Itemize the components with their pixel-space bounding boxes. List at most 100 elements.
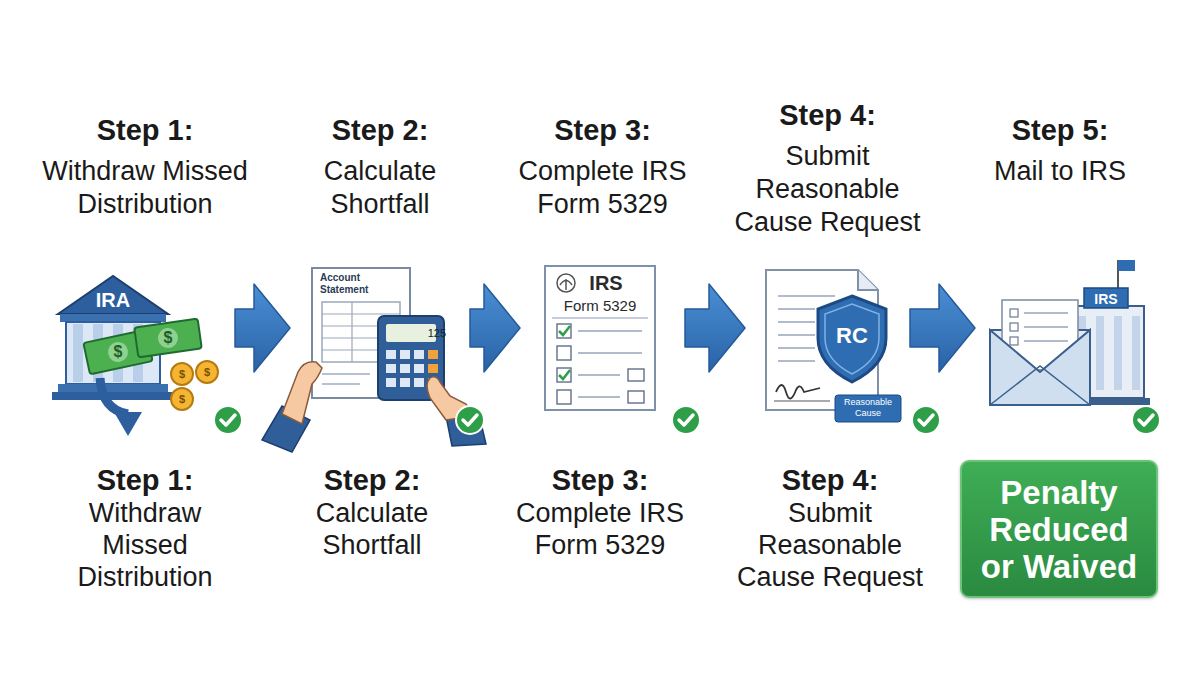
step-title: Calculate Shortfall <box>280 155 480 221</box>
building-column <box>1114 316 1122 390</box>
check-mark <box>1139 415 1153 425</box>
step-number: Step 2: <box>280 113 480 147</box>
step-node: Step 2:Calculate Shortfall <box>290 262 470 440</box>
building-sign: IRS <box>1086 290 1126 308</box>
hands-illustration <box>262 362 486 452</box>
calculator-key <box>414 378 424 387</box>
step-node: Step 5:Mail to IRS <box>975 262 1145 440</box>
calculator-key <box>400 378 410 387</box>
text-line <box>778 360 815 362</box>
shield-rim <box>825 304 879 374</box>
checkbox-tick <box>559 326 570 335</box>
text-line <box>778 308 815 310</box>
check-circle <box>456 406 484 434</box>
form-agency: IRS <box>581 271 631 295</box>
checkbox <box>557 390 571 404</box>
shield <box>818 296 886 382</box>
step-title: Submit Reasonable Cause Request <box>730 497 930 593</box>
process-arrow <box>470 284 520 372</box>
letter-line <box>1024 312 1068 314</box>
currency-symbol: $ <box>174 391 190 407</box>
check-badge <box>672 406 700 434</box>
bill-body <box>134 319 202 358</box>
check-mark <box>221 415 235 425</box>
shield-label: RC <box>827 323 877 349</box>
text-line <box>778 321 815 323</box>
table-rule <box>322 313 400 314</box>
check-mark <box>919 415 933 425</box>
step-node: Step 1:Withdraw Missed Distribution <box>55 262 235 440</box>
envelope-front <box>990 330 1090 405</box>
calculator-key <box>400 364 410 373</box>
form-sheet <box>545 266 655 410</box>
signature-line <box>774 401 830 402</box>
form-field <box>628 369 644 381</box>
step-caption: Step 5: Mail to IRS <box>960 113 1160 188</box>
check-badge <box>456 406 484 434</box>
document-heading: Account Statement <box>320 272 390 296</box>
form-line <box>578 396 620 398</box>
coin <box>196 361 218 383</box>
form-field <box>628 391 644 403</box>
coin <box>171 388 193 410</box>
irs-sign <box>1084 288 1128 308</box>
form-line <box>578 352 642 354</box>
check-badge <box>214 406 242 434</box>
process-arrow <box>685 284 745 372</box>
step-title: Withdraw Missed Distribution <box>30 155 260 221</box>
bank-icon <box>52 276 218 436</box>
check-mark <box>679 415 693 425</box>
coin <box>171 363 193 385</box>
letter-box <box>1010 323 1018 331</box>
calculator-key <box>400 350 410 359</box>
step-number: Step 1: <box>45 463 245 497</box>
step-number: Step 1: <box>30 113 260 147</box>
irs-seal <box>557 274 575 292</box>
checkbox <box>557 368 571 382</box>
page-fold <box>858 270 878 290</box>
bank-step <box>58 384 168 392</box>
step-number: Step 3: <box>500 463 700 497</box>
step-title: Complete IRS Form 5329 <box>495 497 705 561</box>
flag <box>1118 260 1135 271</box>
mail-icon <box>990 260 1150 405</box>
currency-symbol: $ <box>199 364 215 380</box>
calculator-key <box>386 364 396 373</box>
letter-box <box>1010 337 1018 345</box>
bank-step <box>52 392 174 400</box>
calculator-key <box>386 350 396 359</box>
bill-icon <box>134 319 202 358</box>
calculator-key <box>428 350 438 359</box>
step-number: Step 4: <box>728 98 928 132</box>
check-badge <box>912 406 940 434</box>
form-icon <box>545 266 655 410</box>
step-title: Complete IRS Form 5329 <box>498 155 708 221</box>
text-line <box>322 383 360 385</box>
step-number: Step 5: <box>960 113 1160 147</box>
bill-seal <box>157 327 180 350</box>
form-divider <box>552 317 648 319</box>
currency-symbol: $ <box>174 366 190 382</box>
withdraw-arrow-stem <box>100 378 128 414</box>
step-title: Mail to IRS <box>960 155 1160 188</box>
bank-column <box>73 324 83 382</box>
form-line <box>578 374 620 376</box>
check-circle <box>214 406 242 434</box>
cause-tag <box>835 395 901 422</box>
request-icon <box>766 270 901 422</box>
text-line <box>778 334 815 336</box>
form-line <box>578 330 642 332</box>
form-number: Form 5329 <box>550 297 650 315</box>
step-number: Step 3: <box>498 113 708 147</box>
step-title: Calculate Shortfall <box>287 497 457 561</box>
step-caption: Step 2: Calculate Shortfall <box>280 113 480 221</box>
bank-roof <box>58 276 168 314</box>
left-hand <box>282 362 322 424</box>
letter-line <box>1024 326 1068 328</box>
step-number: Step 4: <box>730 463 930 497</box>
calculator-key <box>428 364 438 373</box>
check-badge <box>1132 406 1160 434</box>
outcome-box: Penalty Reduced or Waived <box>960 460 1158 598</box>
step-number: Step 2: <box>272 463 472 497</box>
